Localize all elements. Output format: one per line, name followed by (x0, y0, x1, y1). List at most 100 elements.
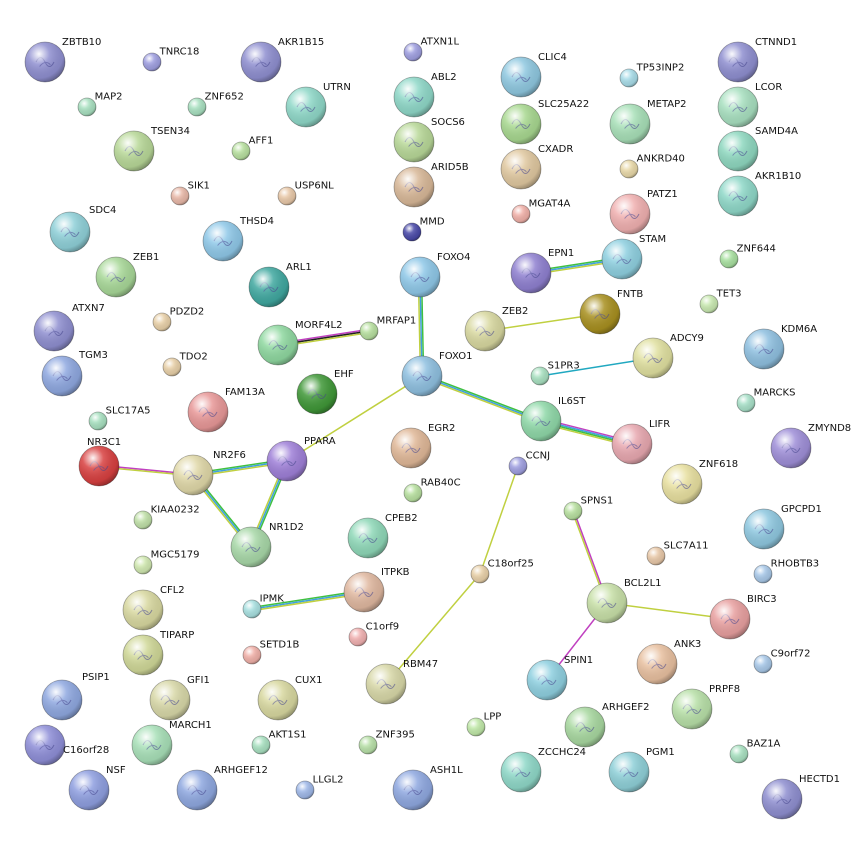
node-TET3[interactable]: TET3 (699, 288, 742, 314)
node-ZNF395[interactable]: ZNF395 (358, 729, 415, 755)
node-ATXN1L[interactable]: ATXN1L (403, 36, 460, 62)
node-MGAT4A[interactable]: MGAT4A (511, 198, 571, 224)
node-NR2F6[interactable]: NR2F6 (172, 450, 246, 496)
node-BIRC3[interactable]: BIRC3 (709, 594, 777, 640)
node-BAZ1A[interactable]: BAZ1A (729, 738, 781, 764)
node-ZNF644[interactable]: ZNF644 (719, 243, 776, 269)
node-BCL2L1[interactable]: BCL2L1 (586, 578, 662, 624)
node-ABL2[interactable]: ABL2 (393, 72, 457, 118)
node-FAM13A[interactable]: FAM13A (187, 387, 265, 433)
edge-CCNJ-C18orf25[interactable] (479, 465, 519, 575)
node-GFI1[interactable]: GFI1 (149, 675, 210, 721)
node-TP53INP2[interactable]: TP53INP2 (619, 62, 684, 88)
node-ZNF652[interactable]: ZNF652 (187, 91, 244, 117)
node-TNRC18[interactable]: TNRC18 (142, 46, 199, 72)
node-SIK1[interactable]: SIK1 (170, 180, 210, 206)
node-ADCY9[interactable]: ADCY9 (632, 333, 704, 379)
node-MARCKS[interactable]: MARCKS (736, 387, 795, 413)
node-SLC17A5[interactable]: SLC17A5 (88, 405, 150, 431)
node-AFF1[interactable]: AFF1 (231, 135, 273, 161)
node-ITPKB[interactable]: ITPKB (343, 567, 410, 613)
node-LIFR[interactable]: LIFR (611, 419, 670, 465)
node-TGM3[interactable]: TGM3 (41, 350, 108, 397)
node-RBM47[interactable]: RBM47 (365, 659, 438, 705)
node-SDC4[interactable]: SDC4 (49, 205, 116, 253)
node-IPMK[interactable]: IPMK (242, 593, 284, 619)
node-AKR1B15[interactable]: AKR1B15 (240, 37, 324, 83)
node-CCNJ[interactable]: CCNJ (508, 450, 550, 476)
node-PRPF8[interactable]: PRPF8 (671, 684, 740, 730)
node-TSEN34[interactable]: TSEN34 (113, 126, 190, 172)
edge-FOXO1-IL6ST[interactable] (422, 373, 542, 421)
edge-FOXO1-PPARA[interactable] (286, 375, 423, 462)
node-RHOBTB3[interactable]: RHOBTB3 (753, 558, 819, 584)
node-KDM6A[interactable]: KDM6A (743, 324, 817, 370)
node-FOXO4[interactable]: FOXO4 (399, 252, 470, 298)
node-IL6ST[interactable]: IL6ST (520, 396, 586, 442)
edge-FOXO1-IL6ST[interactable] (421, 376, 541, 424)
node-PPARA[interactable]: PPARA (266, 436, 336, 482)
node-ZEB1[interactable]: ZEB1 (95, 252, 159, 298)
node-THSD4[interactable]: THSD4 (202, 216, 274, 262)
node-SAMD4A[interactable]: SAMD4A (717, 126, 798, 172)
node-CUX1[interactable]: CUX1 (257, 675, 323, 721)
node-SLC25A22[interactable]: SLC25A22 (500, 99, 589, 145)
node-LCOR[interactable]: LCOR (717, 82, 782, 128)
node-MAP2[interactable]: MAP2 (77, 91, 123, 117)
node-CPEB2[interactable]: CPEB2 (347, 513, 418, 559)
node-ZMYND8[interactable]: ZMYND8 (770, 423, 851, 469)
node-UTRN[interactable]: UTRN (285, 82, 351, 128)
node-ASH1L[interactable]: ASH1L (392, 765, 463, 811)
node-FOXO1[interactable]: FOXO1 (401, 351, 472, 397)
node-MARCH1[interactable]: MARCH1 (131, 720, 212, 766)
node-SPIN1[interactable]: SPIN1 (526, 655, 593, 701)
edge-BCL2L1-BIRC3[interactable] (606, 602, 731, 620)
node-ANKRD40[interactable]: ANKRD40 (619, 153, 685, 179)
node-LPP[interactable]: LPP (466, 711, 501, 737)
node-SETD1B[interactable]: SETD1B (242, 639, 299, 665)
node-C18orf25[interactable]: C18orf25 (470, 558, 534, 584)
node-EPN1[interactable]: EPN1 (510, 248, 574, 294)
node-SPNS1[interactable]: SPNS1 (563, 495, 613, 521)
node-PATZ1[interactable]: PATZ1 (609, 189, 678, 235)
node-NR3C1[interactable]: NR3C1 (78, 437, 121, 487)
node-AKT1S1[interactable]: AKT1S1 (251, 729, 306, 755)
node-MRFAP1[interactable]: MRFAP1 (359, 315, 416, 341)
node-SOCS6[interactable]: SOCS6 (393, 117, 465, 163)
node-EGR2[interactable]: EGR2 (390, 423, 455, 469)
node-ZBTB10[interactable]: ZBTB10 (24, 37, 101, 83)
node-STAM[interactable]: STAM (601, 234, 666, 280)
node-S1PR3[interactable]: S1PR3 (530, 360, 580, 386)
edge-C18orf25-RBM47[interactable] (385, 573, 481, 685)
node-ZNF618[interactable]: ZNF618 (661, 459, 738, 505)
node-ARHGEF12[interactable]: ARHGEF12 (176, 765, 268, 811)
node-ZCCHC24[interactable]: ZCCHC24 (500, 747, 586, 793)
node-MMD[interactable]: MMD (402, 216, 445, 242)
node-C16orf28[interactable]: C16orf28 (24, 724, 109, 766)
node-MORF4L2[interactable]: MORF4L2 (257, 320, 343, 366)
node-CXADR[interactable]: CXADR (500, 144, 573, 190)
node-METAP2[interactable]: METAP2 (609, 99, 687, 145)
edge-FOXO1-IL6ST[interactable] (421, 375, 542, 422)
node-LLGL2[interactable]: LLGL2 (295, 774, 343, 800)
node-CLIC4[interactable]: CLIC4 (500, 52, 567, 98)
node-ARID5B[interactable]: ARID5B (393, 162, 469, 208)
node-TIPARP[interactable]: TIPARP (122, 630, 194, 676)
node-ATXN7[interactable]: ATXN7 (33, 303, 105, 352)
node-ANK3[interactable]: ANK3 (636, 639, 701, 685)
node-TDO2[interactable]: TDO2 (162, 351, 208, 377)
node-USP6NL[interactable]: USP6NL (277, 180, 334, 206)
node-MGC5179[interactable]: MGC5179 (133, 549, 199, 575)
node-GPCPD1[interactable]: GPCPD1 (743, 504, 822, 550)
node-PDZD2[interactable]: PDZD2 (152, 306, 204, 332)
node-AKR1B10[interactable]: AKR1B10 (717, 171, 801, 217)
node-ARHGEF2[interactable]: ARHGEF2 (564, 702, 650, 748)
node-CFL2[interactable]: CFL2 (122, 585, 185, 631)
node-ZEB2[interactable]: ZEB2 (464, 306, 528, 352)
node-RAB40C[interactable]: RAB40C (403, 477, 461, 503)
node-SLC7A11[interactable]: SLC7A11 (646, 540, 708, 566)
node-KIAA0232[interactable]: KIAA0232 (133, 504, 200, 530)
node-PGM1[interactable]: PGM1 (608, 747, 675, 793)
node-NR1D2[interactable]: NR1D2 (230, 522, 304, 568)
node-HECTD1[interactable]: HECTD1 (761, 774, 840, 820)
